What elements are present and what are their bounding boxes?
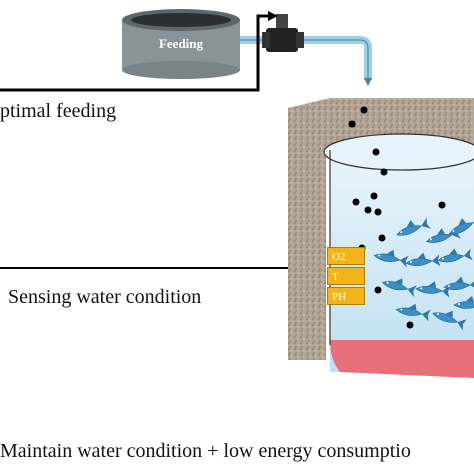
- sensor-ph: PH: [327, 287, 365, 305]
- valve: [262, 14, 304, 52]
- fish-icon: [432, 310, 467, 331]
- feeder-tank: [122, 9, 240, 79]
- fish-school: [373, 214, 474, 331]
- fish-icon: [381, 278, 417, 297]
- fish-icon: [437, 248, 473, 263]
- fish-icon: [395, 303, 431, 322]
- feeding-control-line: [0, 11, 278, 92]
- fish-icon: [396, 217, 431, 236]
- sensor-o2: O2: [327, 247, 365, 265]
- sensing-water-condition-label: Sensing water condition: [8, 286, 202, 308]
- fish-icon: [443, 276, 474, 291]
- feeder-label: Feeding: [158, 36, 204, 51]
- fish-icon: [448, 214, 474, 235]
- fish-icon: [405, 252, 441, 267]
- feed-pipe: [240, 36, 372, 86]
- optimal-feeding-label: ptimal feeding: [0, 100, 117, 122]
- fish-icon: [373, 249, 409, 268]
- sensor-temperature: T: [327, 267, 365, 285]
- fish-icon: [453, 296, 474, 309]
- maintain-water-condition-label: Maintain water condition + low energy co…: [0, 440, 411, 462]
